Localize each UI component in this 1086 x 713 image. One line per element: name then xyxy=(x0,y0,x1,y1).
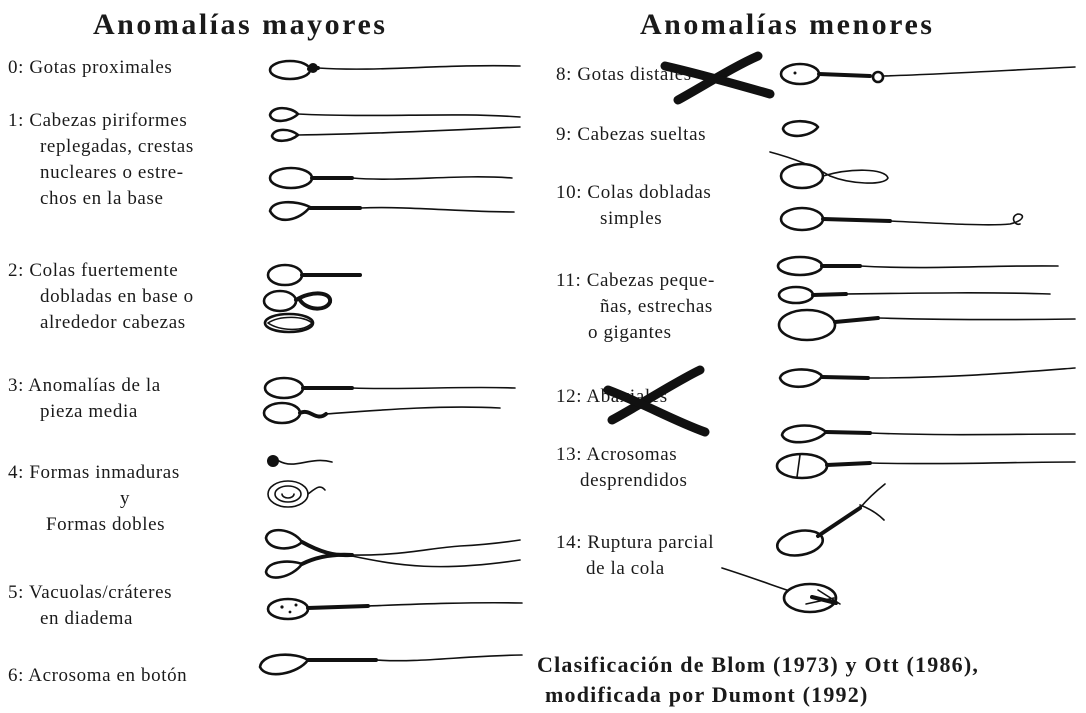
sperm-drawing-5 xyxy=(268,599,522,619)
sperm-drawing-8 xyxy=(781,64,1075,84)
sperm-drawing-10 xyxy=(770,152,1022,230)
sperm-drawing-6 xyxy=(260,655,522,675)
sperm-drawing-4 xyxy=(266,455,520,578)
sperm-drawing-14 xyxy=(722,484,885,612)
sperm-drawing-11 xyxy=(778,257,1075,340)
sperm-drawing-0 xyxy=(270,61,520,79)
sperm-drawing-12 xyxy=(780,368,1075,387)
sperm-drawing-13 xyxy=(777,426,1075,478)
sperm-drawing-1 xyxy=(270,108,520,220)
sperm-drawing-9 xyxy=(783,121,818,136)
cross-out-mark-8 xyxy=(665,56,770,100)
sperm-drawing-3 xyxy=(264,378,515,423)
sperm-drawing-2 xyxy=(264,265,360,332)
cross-out-mark-12 xyxy=(608,370,705,432)
